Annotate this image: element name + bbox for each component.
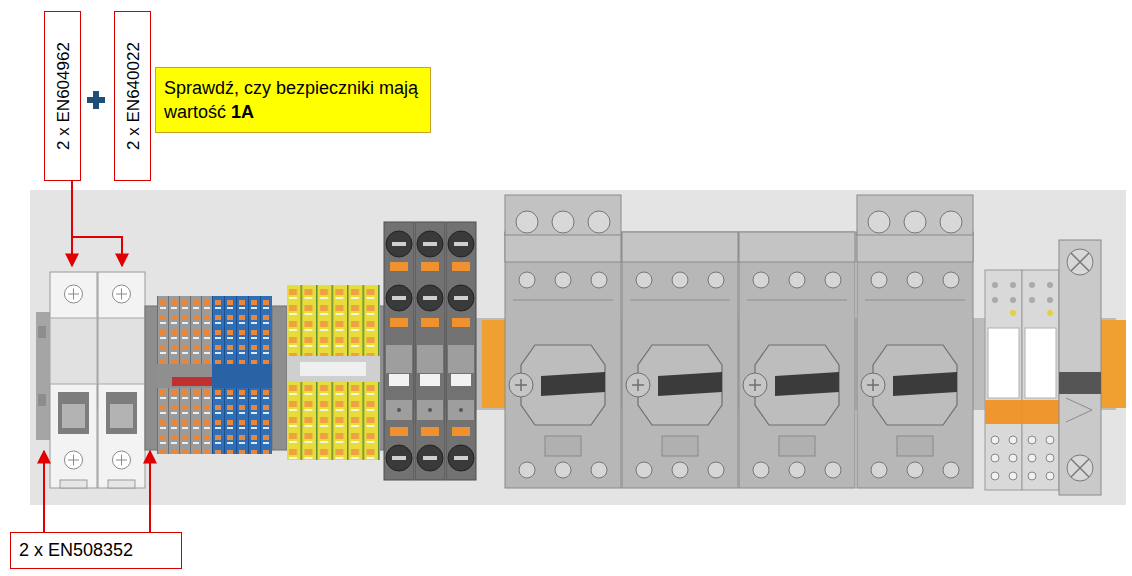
- end-plates: [272, 306, 287, 450]
- end-clamp: [1067, 455, 1093, 481]
- din-rail: [1100, 320, 1126, 408]
- terminal-blocks: [172, 377, 212, 386]
- motor-starters: [505, 195, 973, 488]
- note-box: Sprawdź, czy bezpieczniki mają wartość 1…: [155, 67, 431, 133]
- panel-background: [30, 190, 1126, 505]
- plus-symbol: [93, 91, 99, 109]
- earth-terminals: [287, 356, 380, 382]
- terminal-blocks: [157, 364, 272, 388]
- fuse-terminals: [384, 222, 414, 480]
- end-clamp: [1071, 253, 1089, 271]
- relays: [1022, 270, 1059, 490]
- motor-starters: [857, 195, 973, 235]
- leader-arrows: [43, 451, 45, 532]
- terminal-blocks: [212, 364, 272, 388]
- end-clamp: [1059, 240, 1101, 495]
- end-clamp: [1059, 240, 1101, 495]
- circuit-breakers: [98, 272, 145, 488]
- part-number-box: 2 x EN508352: [10, 532, 182, 569]
- earth-terminals: [300, 362, 366, 376]
- circuit-breakers: [50, 272, 97, 488]
- fuse-terminals: [384, 222, 476, 480]
- fuse-terminals: [446, 222, 476, 480]
- relays: [985, 270, 1022, 490]
- end-clamp: [1066, 398, 1092, 422]
- din-rail: [38, 326, 46, 338]
- terminal-blocks: [212, 296, 272, 454]
- leader-arrows: [44, 181, 150, 532]
- earth-terminals: [287, 285, 380, 460]
- earth-terminals: [287, 285, 380, 460]
- din-rail: [38, 394, 46, 406]
- plus-symbol: [87, 91, 105, 109]
- leader-arrows: [149, 451, 151, 532]
- motor-starters: [739, 232, 855, 488]
- motor-starters: [505, 195, 621, 235]
- end-plates: [145, 306, 159, 450]
- panel-background: [30, 190, 1126, 505]
- fuse-terminals: [415, 222, 445, 480]
- end-clamp: [1067, 249, 1093, 275]
- motor-starters: [857, 232, 973, 488]
- terminal-blocks: [157, 296, 272, 454]
- note-text: Sprawdź, czy bezpieczniki mają wartość 1…: [164, 76, 422, 125]
- leader-arrows: [71, 181, 73, 266]
- motor-starters: [505, 232, 621, 488]
- din-rail: [36, 312, 50, 440]
- relays: [985, 270, 1059, 490]
- end-clamp: [1071, 459, 1089, 477]
- part-number-box: 2 x EN604962: [44, 11, 81, 181]
- motor-starters: [622, 232, 738, 488]
- leader-arrows: [72, 237, 122, 266]
- end-clamp: [1059, 372, 1101, 394]
- circuit-breakers: [50, 272, 145, 488]
- part-number-box: 2 x EN640022: [114, 11, 151, 181]
- part-number: 2 x EN508352: [19, 540, 133, 561]
- part-number: 2 x EN640022: [124, 42, 141, 150]
- din-rail: [482, 320, 506, 408]
- part-number: 2 x EN604962: [54, 42, 71, 150]
